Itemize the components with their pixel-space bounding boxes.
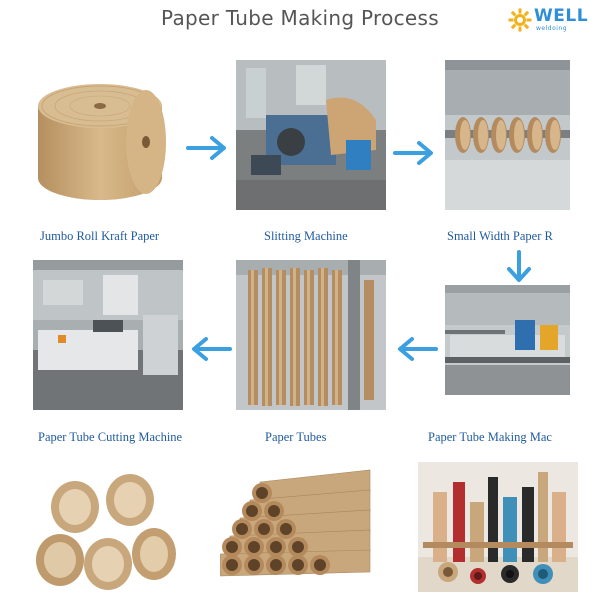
logo-tagline: weldoing — [536, 25, 568, 32]
slitting-machine-image — [236, 60, 386, 210]
kraft-tubes-pyramid-small-image — [30, 462, 178, 592]
paper-tubes-stack-image — [236, 260, 386, 410]
paper-tube-making-machine-image — [445, 285, 570, 395]
step-label-small-width-rolls: Small Width Paper R — [447, 229, 553, 243]
arrow-down-icon — [507, 250, 531, 282]
step-label-tube-making-machine: Paper Tube Making Mac — [428, 430, 552, 444]
arrow-right-icon — [393, 141, 433, 165]
step-label-paper-tubes: Paper Tubes — [265, 430, 327, 444]
step-label-cutting-machine: Paper Tube Cutting Machine — [38, 430, 183, 444]
arrow-right-icon — [186, 136, 226, 160]
gear-sun-icon — [508, 8, 532, 32]
arrow-left-icon — [398, 337, 438, 361]
kraft-tubes-pyramid-large-image — [220, 462, 380, 592]
step-label-slitting-machine: Slitting Machine — [264, 229, 348, 243]
logo-wordmark: WELL — [534, 6, 589, 26]
paper-tube-cutting-machine-image — [33, 260, 183, 410]
assorted-colored-tubes-image — [418, 462, 578, 592]
kraft-paper-roll-image — [28, 68, 178, 213]
page-title: Paper Tube Making Process — [161, 6, 439, 30]
step-label-kraft-paper: Jumbo Roll Kraft Paper — [40, 229, 160, 243]
brand-logo: WELL weldoing — [508, 6, 598, 34]
arrow-left-icon — [192, 337, 232, 361]
small-width-paper-rolls-image — [445, 60, 570, 210]
